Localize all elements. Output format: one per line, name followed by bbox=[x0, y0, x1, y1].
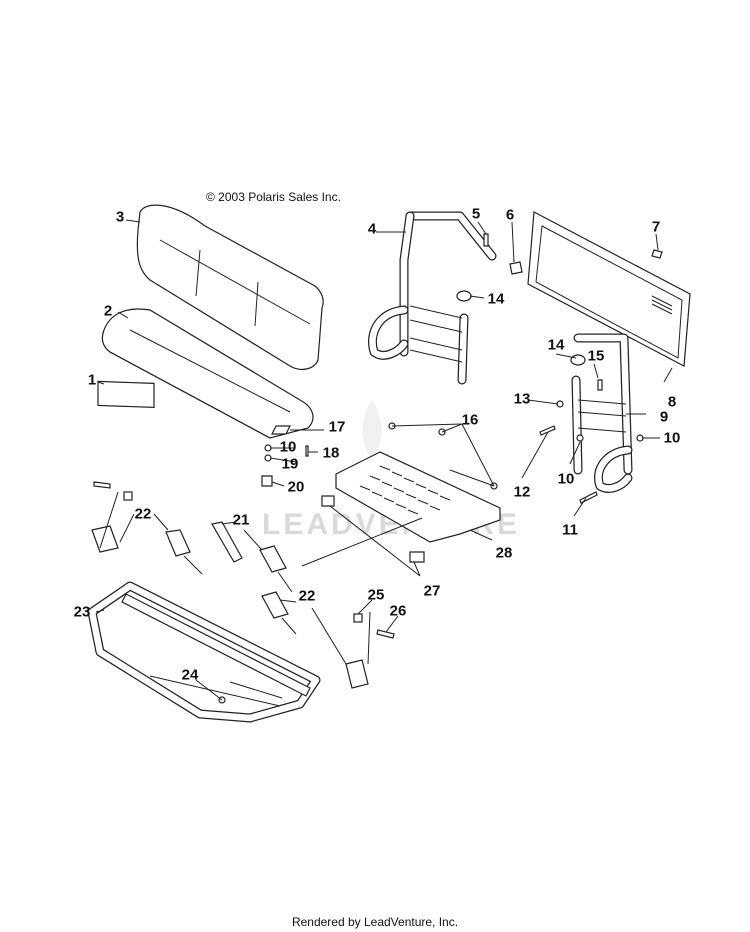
part-8-rear-panel bbox=[527, 211, 691, 367]
callout-5: 5 bbox=[471, 205, 481, 223]
callout-9: 9 bbox=[659, 408, 669, 426]
callout-20: 20 bbox=[287, 478, 305, 496]
callout-3: 3 bbox=[115, 208, 125, 226]
watermark-logo bbox=[362, 400, 382, 460]
footer-credit: Rendered by LeadVenture, Inc. bbox=[291, 915, 459, 929]
callout-25: 25 bbox=[367, 586, 385, 604]
callout-14-right: 14 bbox=[547, 336, 565, 354]
callout-22-left: 22 bbox=[134, 505, 152, 523]
part-9-roll-bar-right bbox=[571, 333, 633, 493]
part-7-screw bbox=[651, 249, 663, 259]
part-22-buckle-left bbox=[91, 525, 203, 575]
callout-19: 19 bbox=[281, 455, 299, 473]
callout-10-right: 10 bbox=[663, 429, 681, 447]
part-14-cap-left bbox=[456, 290, 472, 302]
part-2-seat-cushion bbox=[101, 308, 314, 439]
part-nut-left bbox=[123, 491, 133, 501]
part-23-seat-frame bbox=[87, 581, 321, 723]
part-20-bolt bbox=[261, 475, 273, 487]
callout-17: 17 bbox=[328, 418, 346, 436]
callout-13: 13 bbox=[513, 390, 531, 408]
callout-10-top: 10 bbox=[279, 438, 297, 456]
part-17-washer bbox=[271, 425, 291, 435]
part-28-floor-plate bbox=[335, 451, 501, 543]
part-4-roll-bar-left bbox=[368, 211, 497, 385]
part-25-nut bbox=[353, 613, 363, 623]
copyright-notice: © 2003 Polaris Sales Inc. bbox=[206, 190, 341, 204]
part-11-bolt bbox=[579, 491, 598, 504]
callout-18: 18 bbox=[322, 444, 340, 462]
part-1-decal bbox=[97, 380, 155, 408]
callout-24: 24 bbox=[181, 666, 199, 684]
callout-6: 6 bbox=[505, 206, 515, 224]
callout-28: 28 bbox=[495, 544, 513, 562]
part-22-buckle-right bbox=[261, 591, 369, 689]
part-14-cap-right bbox=[570, 354, 586, 366]
part-6-cap bbox=[509, 261, 523, 275]
callout-11: 11 bbox=[562, 521, 578, 539]
callout-10-middle: 10 bbox=[557, 470, 575, 488]
part-10-nut-middle bbox=[576, 434, 584, 442]
leader-lines bbox=[95, 219, 673, 701]
callout-23: 23 bbox=[73, 603, 91, 621]
callout-27: 27 bbox=[423, 582, 441, 600]
callout-16: 16 bbox=[461, 411, 479, 429]
callout-1: 1 bbox=[87, 371, 97, 389]
callout-4: 4 bbox=[367, 220, 377, 238]
callout-2: 2 bbox=[103, 302, 113, 320]
part-26-bolt bbox=[376, 629, 395, 639]
part-21-straps bbox=[211, 521, 293, 593]
part-bolt-left bbox=[93, 481, 111, 489]
part-3-seat-back bbox=[136, 204, 324, 370]
callout-8: 8 bbox=[667, 393, 677, 411]
callout-12: 12 bbox=[513, 483, 531, 501]
part-18-pin bbox=[305, 445, 309, 457]
part-5-pin bbox=[483, 233, 489, 247]
part-12-bolt bbox=[539, 425, 556, 436]
callout-7: 7 bbox=[651, 218, 661, 236]
part-27-clips bbox=[321, 495, 425, 563]
callout-21: 21 bbox=[232, 511, 250, 529]
callout-26: 26 bbox=[389, 602, 407, 620]
callout-15: 15 bbox=[587, 347, 605, 365]
callout-22-right: 22 bbox=[298, 587, 316, 605]
callout-14-left: 14 bbox=[487, 290, 505, 308]
part-15-bolt bbox=[597, 379, 603, 391]
